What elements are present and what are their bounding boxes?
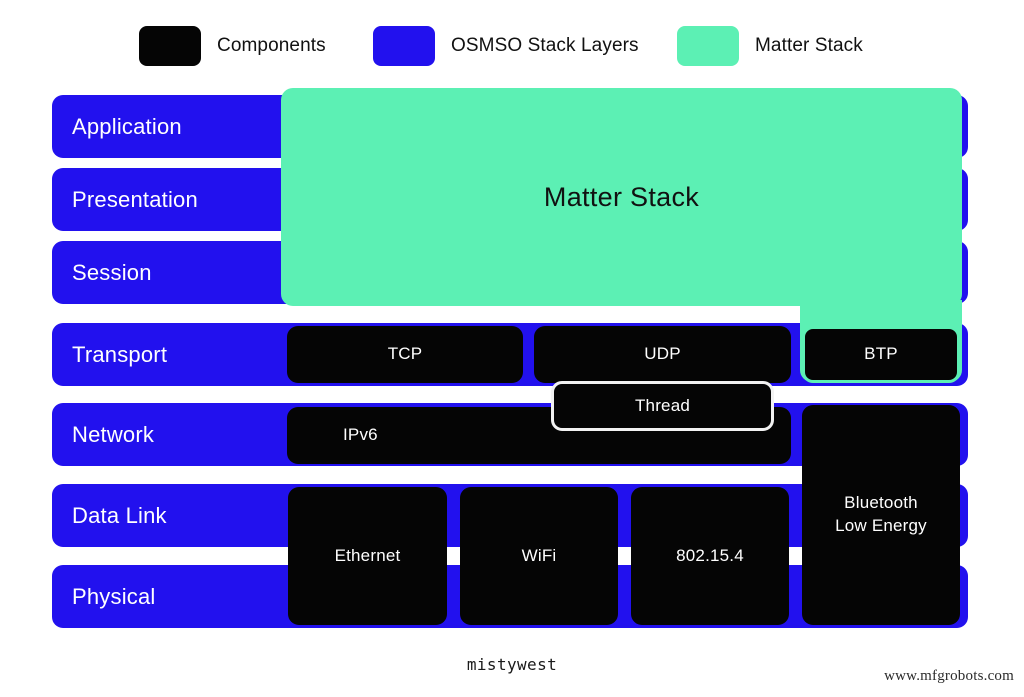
matter-stack-title: Matter Stack bbox=[543, 181, 700, 212]
component-label: UDP bbox=[644, 344, 681, 364]
component-label: BTP bbox=[864, 344, 898, 364]
legend-osmso-stack-layers-label: OSMSO Stack Layers bbox=[451, 35, 639, 56]
component-label: IPv6 bbox=[343, 425, 378, 445]
legend-matter-stack-swatch bbox=[677, 26, 739, 66]
component-label: TCP bbox=[387, 344, 423, 364]
brand-label: mistywest bbox=[466, 655, 558, 674]
osi-layer-label: Presentation bbox=[72, 186, 198, 212]
legend-components-label: Components bbox=[217, 35, 326, 56]
osi-layer-label: Transport bbox=[72, 341, 168, 367]
legend-components: Components bbox=[139, 26, 326, 66]
component-tcp[interactable]: TCP bbox=[287, 326, 523, 383]
component-thread[interactable]: Thread bbox=[551, 381, 774, 431]
component-label: Bluetooth Low Energy bbox=[835, 493, 927, 535]
legend-osmso-stack-layers: OSMSO Stack Layers bbox=[373, 26, 639, 66]
component-wifi[interactable]: WiFi bbox=[460, 487, 618, 625]
component-udp[interactable]: UDP bbox=[534, 326, 791, 383]
osi-layer-label: Physical bbox=[72, 583, 156, 609]
legend-matter-stack-label: Matter Stack bbox=[755, 35, 863, 56]
watermark-label: www.mfgrobots.com bbox=[884, 668, 1014, 684]
legend: Components OSMSO Stack Layers Matter Stack bbox=[0, 18, 1024, 76]
legend-matter-stack: Matter Stack bbox=[677, 26, 863, 66]
component-label: Thread bbox=[634, 395, 691, 415]
legend-osmso-stack-layers-swatch bbox=[373, 26, 435, 66]
osi-layer-label: Network bbox=[72, 421, 155, 447]
matter-stack-region[interactable]: Matter Stack bbox=[281, 88, 962, 306]
legend-components-swatch bbox=[139, 26, 201, 66]
component-label: Ethernet bbox=[334, 545, 401, 565]
component-ethernet[interactable]: Ethernet bbox=[288, 487, 447, 625]
component-label: 802.15.4 bbox=[676, 545, 744, 565]
component-802.15.4[interactable]: 802.15.4 bbox=[631, 487, 789, 625]
osi-layer-label: Data Link bbox=[72, 502, 167, 528]
component-btp[interactable]: BTP bbox=[802, 326, 960, 383]
component-label: WiFi bbox=[521, 545, 557, 565]
osi-layer-label: Application bbox=[72, 113, 182, 139]
osi-layer-label: Session bbox=[72, 259, 152, 285]
component-bluetooth-low-energy[interactable]: Bluetooth Low Energy bbox=[802, 405, 960, 625]
